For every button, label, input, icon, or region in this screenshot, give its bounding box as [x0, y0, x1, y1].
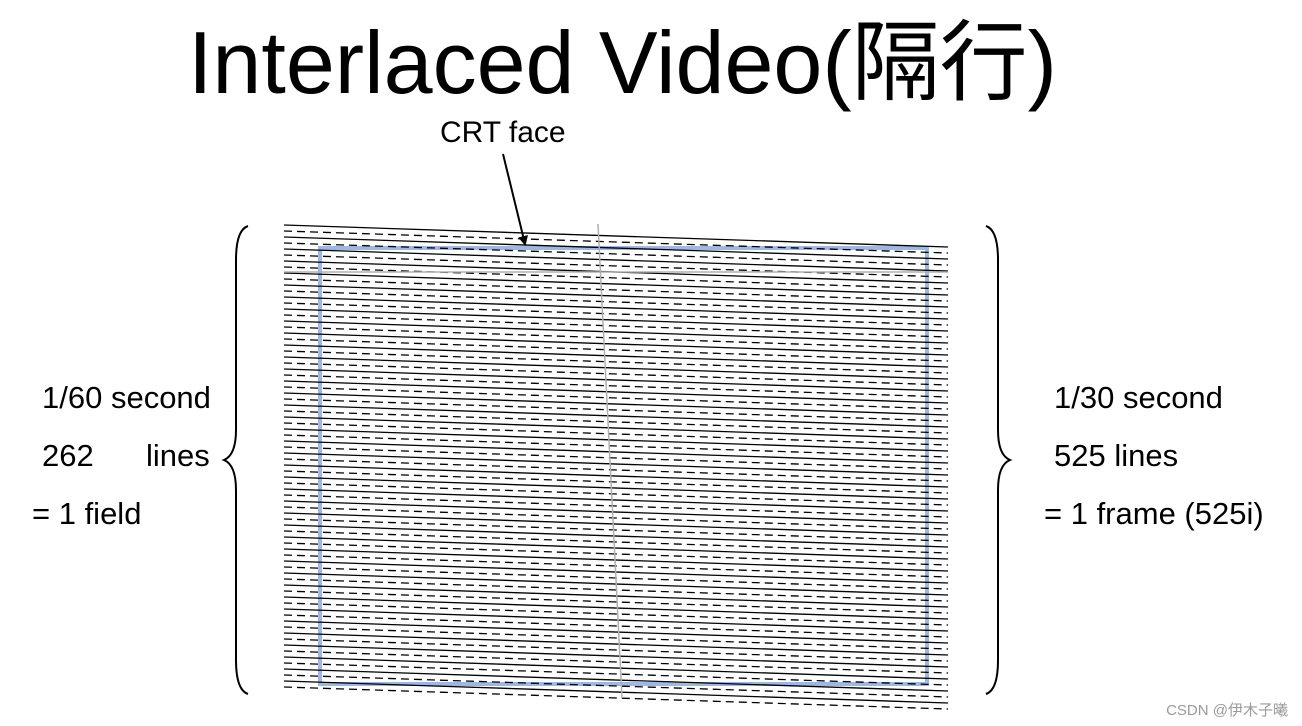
- dashed-scanline: [283, 254, 949, 278]
- solid-scanline: [283, 380, 949, 404]
- solid-scanline: [283, 584, 949, 608]
- solid-scanline: [283, 308, 949, 332]
- solid-scanline: [283, 284, 949, 308]
- right-brace: [985, 225, 1013, 695]
- dashed-scanline: [283, 626, 949, 650]
- dashed-scanline: [283, 494, 949, 518]
- dashed-scanline: [283, 278, 949, 302]
- crt-face-arrow: [502, 153, 528, 246]
- field-lines-count: 262: [42, 438, 94, 473]
- solid-scanline: [283, 608, 949, 632]
- solid-scanline: [283, 428, 949, 452]
- vertical-retrace-line: [597, 223, 623, 699]
- dashed-scanline: [283, 386, 949, 410]
- dashed-scanline: [283, 242, 949, 266]
- solid-scanline: [283, 632, 949, 656]
- left-brace: [221, 225, 249, 695]
- dashed-scanline: [283, 470, 949, 494]
- dashed-scanline: [283, 338, 949, 362]
- dashed-scanline: [283, 398, 949, 422]
- dashed-scanline: [283, 302, 949, 326]
- dashed-scanline: [283, 662, 949, 686]
- solid-scanline: [283, 680, 949, 704]
- dashed-scanline: [283, 482, 949, 506]
- solid-scanline: [283, 548, 949, 572]
- frame-result-label: = 1 frame (525i): [1044, 496, 1264, 531]
- frame-time-label: 1/30 second: [1054, 380, 1223, 415]
- dashed-scanline: [283, 614, 949, 638]
- solid-scanline: [283, 272, 949, 296]
- dashed-scanline: [283, 530, 949, 554]
- solid-scanline: [283, 416, 949, 440]
- dashed-scanline: [283, 542, 949, 566]
- crt-face-label: CRT face: [440, 116, 566, 149]
- field-lines-word: lines: [146, 438, 210, 473]
- solid-scanline: [283, 476, 949, 500]
- solid-scanline: [283, 356, 949, 380]
- solid-scanline: [283, 404, 949, 428]
- dashed-scanline: [283, 590, 949, 614]
- dashed-scanline: [283, 446, 949, 470]
- solid-scanline: [283, 656, 949, 680]
- solid-scanline: [283, 368, 949, 392]
- solid-scanline: [283, 644, 949, 668]
- solid-scanline: [283, 596, 949, 620]
- solid-scanline: [283, 332, 949, 356]
- dashed-scanline: [283, 458, 949, 482]
- solid-scanline: [283, 464, 949, 488]
- dashed-scanline: [283, 674, 949, 698]
- dashed-scanline: [283, 266, 949, 290]
- dashed-scanline: [283, 506, 949, 530]
- dashed-scanline: [283, 686, 949, 710]
- solid-scanline: [283, 320, 949, 344]
- solid-scanline: [283, 296, 949, 320]
- field-result-label: = 1 field: [32, 496, 142, 531]
- solid-scanline: [283, 440, 949, 464]
- dashed-scanline: [283, 350, 949, 374]
- dashed-scanline: [283, 638, 949, 662]
- solid-scanline: [283, 344, 949, 368]
- solid-scanline: [283, 236, 949, 260]
- dashed-scanline: [283, 650, 949, 674]
- solid-scanline: [283, 488, 949, 512]
- field-time-label: 1/60 second: [42, 380, 211, 415]
- dashed-scanline: [283, 518, 949, 542]
- dashed-scanline: [283, 314, 949, 338]
- solid-scanline: [283, 500, 949, 524]
- dashed-scanline: [283, 434, 949, 458]
- solid-scanline: [283, 512, 949, 536]
- solid-scanline: [283, 524, 949, 548]
- frame-lines-label: 525 lines: [1054, 438, 1179, 473]
- solid-scanline: [283, 668, 949, 692]
- slide-title: Interlaced Video(隔行): [187, 13, 1057, 112]
- dashed-scanline: [283, 290, 949, 314]
- dashed-scanline: [283, 422, 949, 446]
- odd-field-scanlines: [283, 224, 949, 704]
- dashed-scanline: [283, 374, 949, 398]
- solid-scanline: [283, 248, 949, 272]
- solid-scanline: [283, 536, 949, 560]
- dashed-scanline: [283, 326, 949, 350]
- solid-scanline: [283, 224, 949, 248]
- watermark: CSDN @伊木子曦: [1166, 702, 1288, 719]
- solid-scanline: [283, 620, 949, 644]
- even-field-scanlines: [283, 230, 949, 710]
- dashed-scanline: [283, 602, 949, 626]
- dashed-scanline: [283, 230, 949, 254]
- dashed-scanline: [283, 410, 949, 434]
- solid-scanline: [283, 452, 949, 476]
- dashed-scanline: [283, 362, 949, 386]
- solid-scanline: [283, 392, 949, 416]
